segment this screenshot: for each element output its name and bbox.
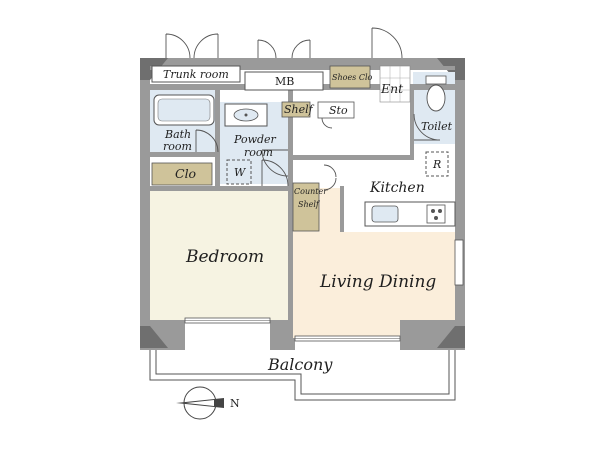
living-dining-label: Living Dining <box>319 272 436 292</box>
w-label: W <box>234 166 247 179</box>
toilet-fixture <box>425 75 447 112</box>
r-label: R <box>432 158 441 171</box>
shoes-clo-box <box>329 65 371 89</box>
toilet-label: Toilet <box>421 120 453 133</box>
counter-shelf-label: Shelf <box>298 200 321 209</box>
kitchen-label: Kitchen <box>369 180 425 196</box>
bathtub <box>153 94 215 126</box>
shelf-box <box>281 101 311 118</box>
bedroom-floor <box>150 188 290 320</box>
clo-box <box>151 162 213 186</box>
clo-label: Clo <box>175 166 196 181</box>
doors <box>165 27 441 191</box>
counter-shelf-box <box>292 182 320 232</box>
balcony <box>149 350 456 401</box>
north-label: N <box>230 397 240 410</box>
mb-label: MB <box>275 75 294 88</box>
compass-icon <box>176 386 224 420</box>
powder-room-label: room <box>244 146 273 159</box>
ent-label: Ent <box>380 81 404 96</box>
refrigerator-space <box>425 151 449 177</box>
bedroom-label: Bedroom <box>185 247 264 267</box>
bath-label: Bath <box>164 128 191 141</box>
trunk-room-label: Trunk room <box>163 68 229 81</box>
shoes-clo-label: Shoes Clo <box>332 73 373 82</box>
living-dining-floor <box>293 188 455 338</box>
balcony-label: Balcony <box>267 355 333 374</box>
shelf-label: Shelf <box>284 103 315 116</box>
entrance-tiles <box>379 65 411 103</box>
sto-box <box>317 101 355 119</box>
powder-label: Powder <box>233 133 277 146</box>
sto-label: Sto <box>329 104 348 117</box>
washer-space <box>226 159 252 185</box>
trunk-room-box <box>151 65 241 83</box>
kitchen-counter <box>364 201 456 227</box>
windows <box>184 239 464 342</box>
bath-room-label: room <box>163 140 192 153</box>
sink <box>224 103 268 127</box>
mb-box <box>244 71 324 91</box>
counter-label: Counter <box>294 187 328 196</box>
